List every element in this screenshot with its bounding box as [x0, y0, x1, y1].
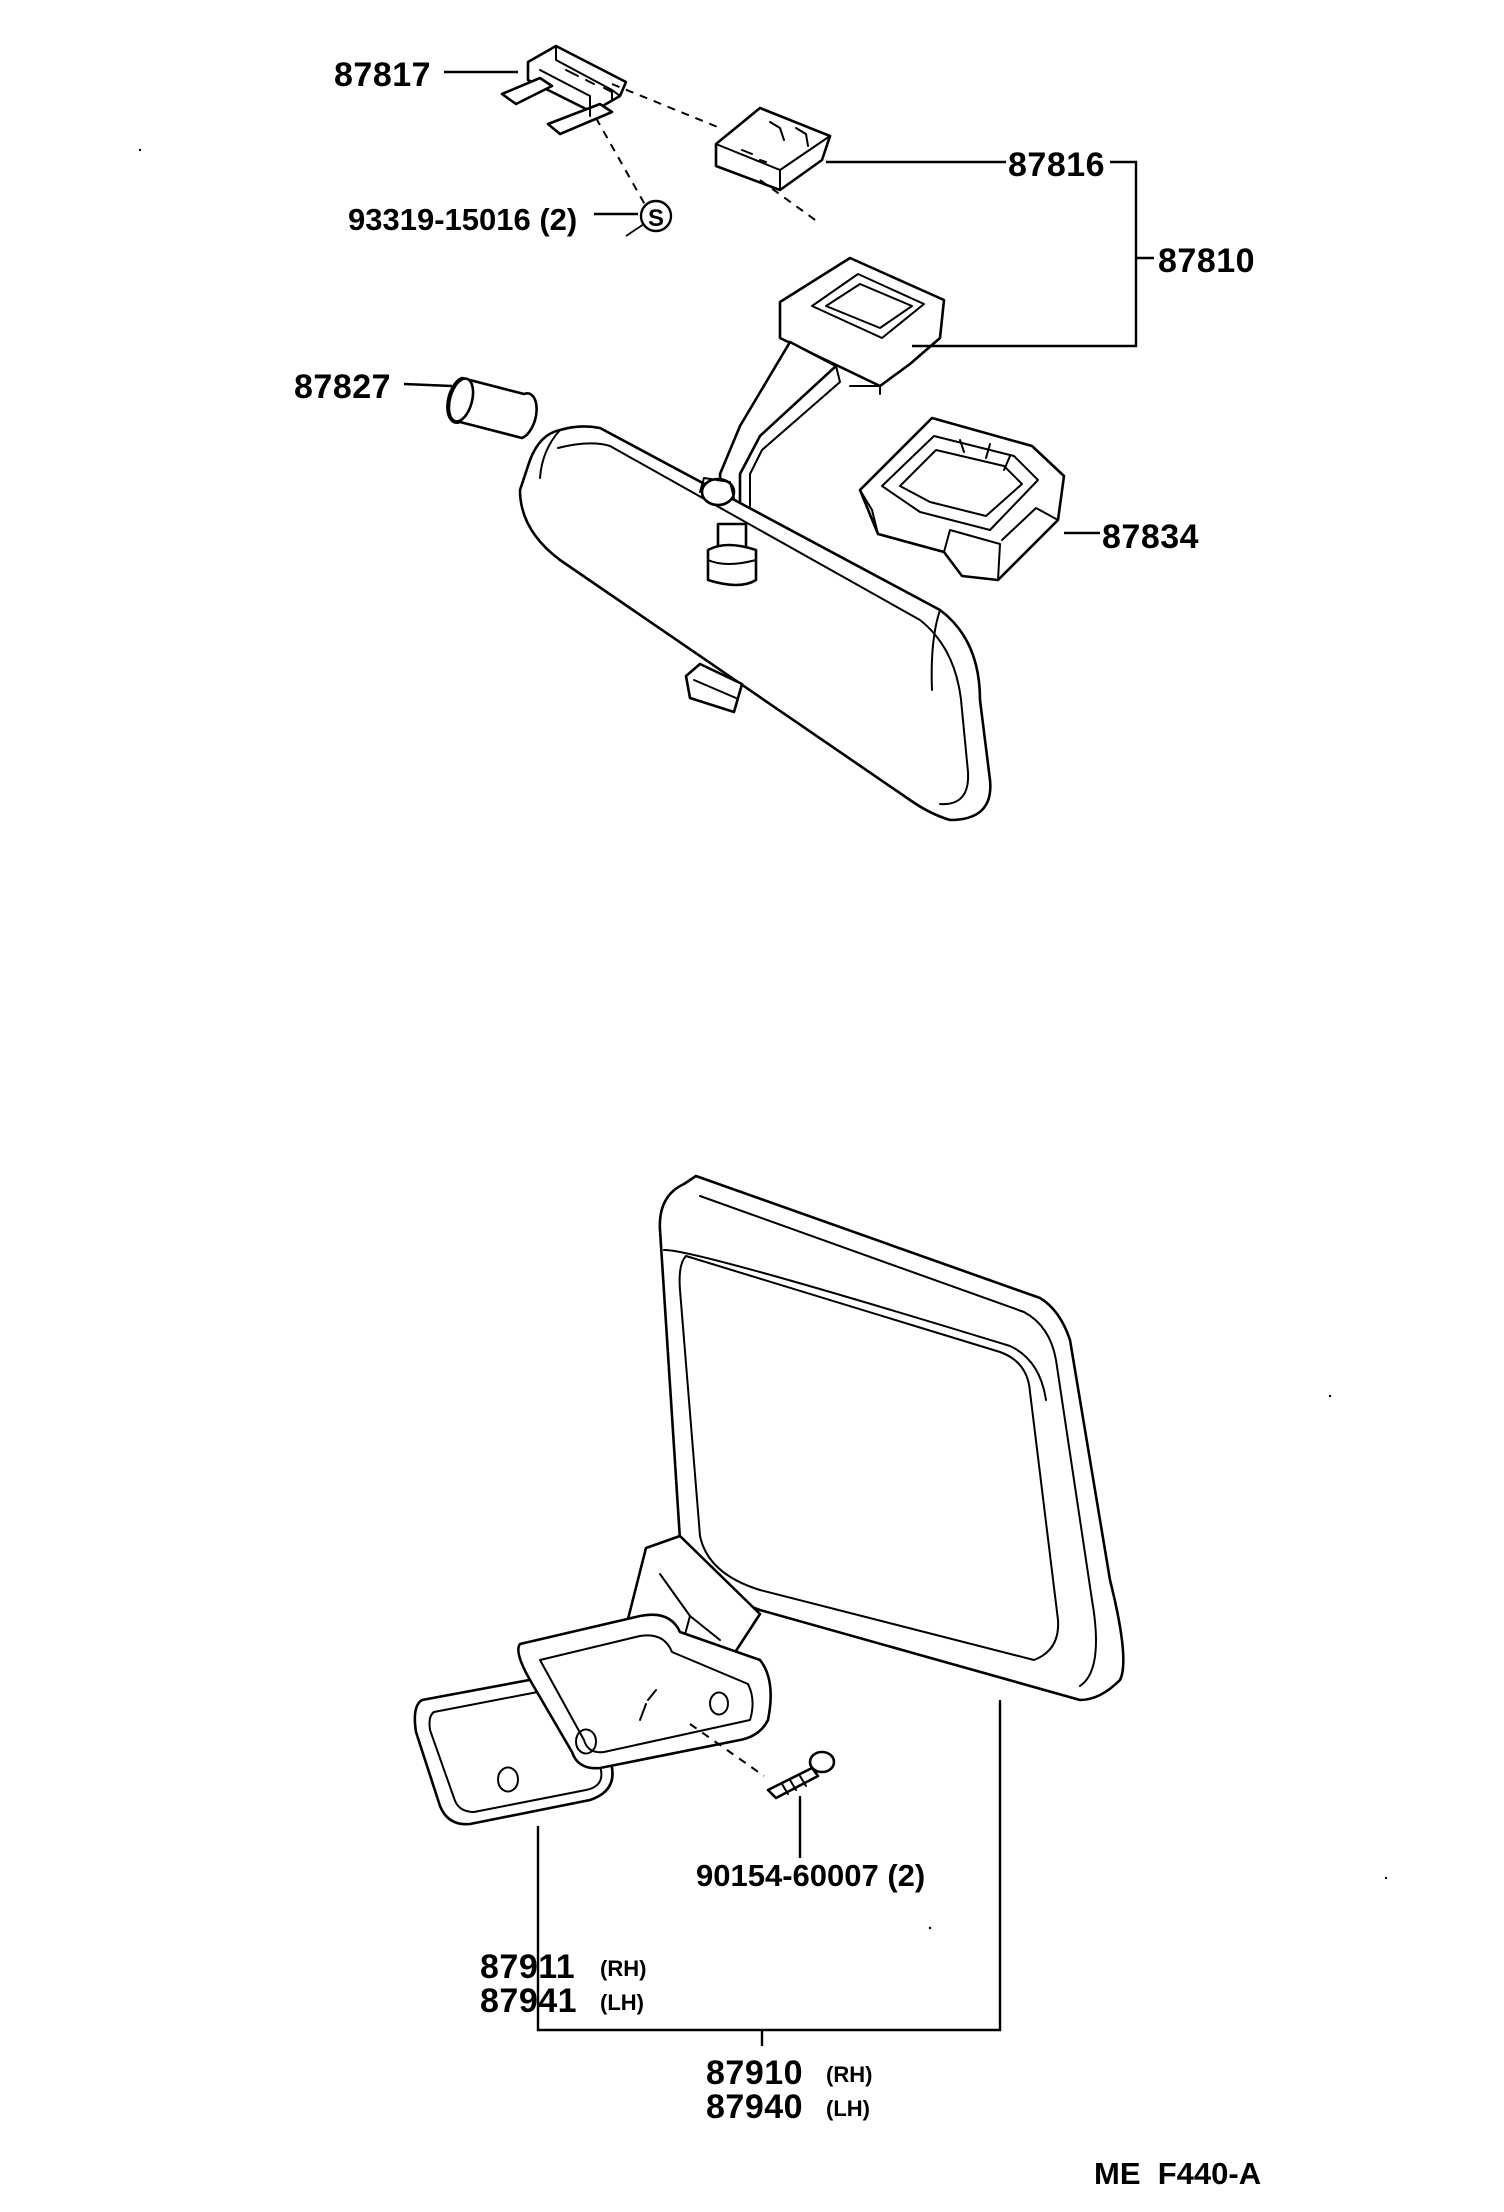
label-87911: 87911: [480, 1948, 575, 1986]
label-87940: 87940: [706, 2088, 803, 2126]
suffix-87941: (LH): [600, 1990, 644, 2015]
inner-mirror-icon: [518, 425, 992, 822]
suffix-87910: (RH): [826, 2062, 872, 2087]
outer-mirror-icon: [413, 1174, 1125, 1826]
label-87941: 87941: [480, 1982, 577, 2020]
label-93319-15016: 93319-15016 (2): [348, 202, 577, 237]
label-87810: 87810: [1158, 242, 1255, 280]
label-87910: 87910: [706, 2054, 803, 2092]
s-symbol-badge: S: [639, 199, 673, 233]
label-87834: 87834: [1102, 518, 1199, 556]
suffix-87940: (LH): [826, 2096, 870, 2121]
clip-87817-icon: [500, 44, 628, 136]
stay-87810-icon: [718, 256, 946, 514]
rod-87827-icon: [446, 376, 538, 440]
screw-90154-icon: [689, 1723, 836, 1800]
label-87817: 87817: [334, 56, 431, 94]
bracket-87816-icon: [714, 106, 832, 192]
label-87816: 87816: [1008, 146, 1105, 184]
suffix-87911: (RH): [600, 1956, 646, 1981]
cover-87834-icon: [858, 416, 1066, 582]
diagram-code: ME F440-A: [1094, 2156, 1261, 2191]
s-symbol-label: S: [648, 205, 664, 232]
label-90154-60007: 90154-60007 (2): [696, 1858, 925, 1893]
label-87827: 87827: [294, 368, 391, 406]
